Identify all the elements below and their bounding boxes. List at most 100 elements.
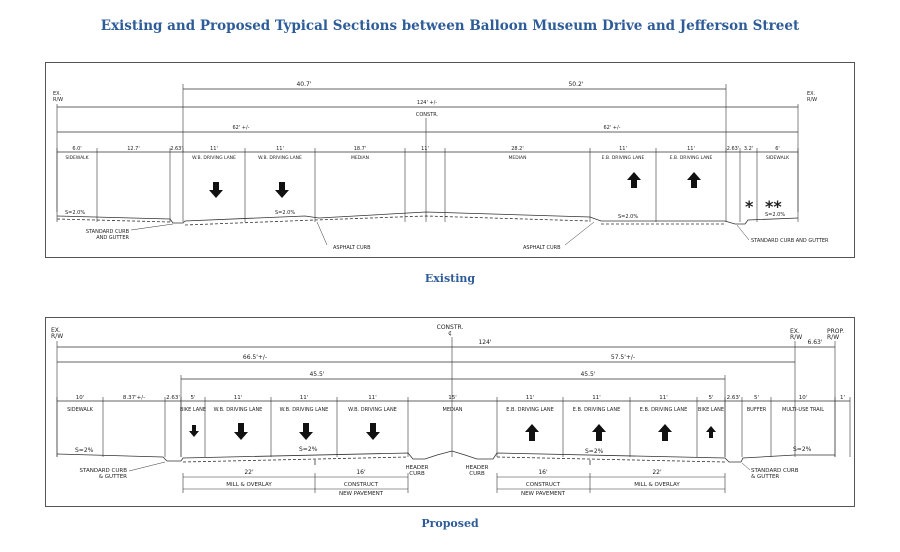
- callout-asphalt-left: ASPHALT CURB: [333, 245, 371, 251]
- up-arrow-icon: [658, 424, 672, 441]
- slope-mid-right: S=2.0%: [618, 214, 638, 220]
- prop-slope-mid-right: S=2%: [585, 448, 604, 455]
- down-arrow-icon: [209, 182, 223, 198]
- existing-segment-label: MEDIAN: [351, 155, 369, 161]
- up-arrow-icon: [706, 426, 716, 438]
- header-curb-right-2: CURB: [469, 471, 485, 477]
- proposed-segment-label: E.B. DRIVING LANE: [506, 407, 553, 413]
- prop-constr-2: ¢: [448, 330, 452, 337]
- prop-slope-right: S=2%: [793, 446, 812, 453]
- up-arrow-icon: [687, 172, 701, 188]
- prop-rw: PROP.: [827, 328, 844, 335]
- page-title: Existing and Proposed Typical Sections b…: [100, 18, 800, 34]
- proposed-segment-label: SIDEWALK: [67, 407, 94, 413]
- proposed-frame: [45, 317, 855, 507]
- existing-segment-dim: 28.2': [511, 146, 524, 152]
- callout-asphalt-right: ASPHALT CURB: [523, 245, 561, 251]
- proposed-segment-dim: 5': [754, 395, 759, 401]
- existing-segment-dim: 3.2': [744, 146, 753, 152]
- bottom-dim-4: 22': [652, 469, 662, 476]
- existing-segment-label: W.B. DRIVING LANE: [258, 155, 302, 161]
- existing-segment-label: E.B. DRIVING LANE: [602, 155, 645, 161]
- prop-wb-arrows: [189, 423, 380, 440]
- proposed-segment-dim: 2.63': [166, 395, 180, 401]
- caption-proposed: Proposed: [421, 517, 479, 530]
- header-curb-left: HEADER: [406, 465, 429, 471]
- prop-dim-right-lanes: 45.5': [580, 371, 595, 378]
- proposed-segment-label: MULTI-USE TRAIL: [782, 407, 824, 413]
- bottom-label-4: MILL & OVERLAY: [634, 482, 680, 488]
- up-arrow-icon: [627, 172, 641, 188]
- prop-dim-right-half: 57.5'+/-: [611, 354, 635, 361]
- dim-right-span: 50.2': [568, 81, 583, 88]
- proposed-segment-dim: 2.63': [727, 395, 741, 401]
- prop-rw-2: R/W: [827, 334, 839, 341]
- existing-segment-dim: 11': [687, 146, 695, 152]
- proposed-segment-dim: 11': [368, 395, 377, 401]
- proposed-segment-label: E.B. DRIVING LANE: [640, 407, 687, 413]
- prop-callout-curb-left-2: & GUTTER: [99, 474, 127, 480]
- prop-dim-offset: 6.63': [807, 339, 822, 346]
- proposed-segment-dim: 15': [448, 395, 457, 401]
- existing-segment-label: SIDEWALK: [766, 155, 790, 161]
- prop-dim-left-lanes: 45.5': [309, 371, 324, 378]
- ex-rw-left: EX.: [53, 91, 62, 97]
- proposed-segment-label: BIKE LANE: [180, 407, 206, 413]
- proposed-segment-dim: 11': [592, 395, 601, 401]
- proposed-segment-label: E.B. DRIVING LANE: [573, 407, 620, 413]
- asterisk-single: *: [745, 197, 754, 216]
- prop-slope-mid-left: S=2%: [299, 446, 318, 453]
- bottom-dim-1: 22': [244, 469, 254, 476]
- existing-segment-dim: 2.63': [170, 146, 183, 152]
- prop-ex-rw-right: EX.: [790, 328, 800, 335]
- proposed-section-drawing: EX. R/W CONSTR. ¢ EX. R/W PROP. R/W 124'…: [45, 317, 855, 507]
- prop-eb-arrows: [525, 424, 716, 441]
- prop-ex-rw-left-2: R/W: [51, 333, 63, 340]
- dim-total: 124' +/-: [417, 100, 437, 106]
- caption-existing: Existing: [424, 272, 476, 285]
- proposed-ground-profile: [56, 450, 835, 465]
- ex-rw-right-2: R/W: [807, 97, 817, 103]
- bottom-label-3: CONSTRUCT: [526, 482, 561, 488]
- bottom-label-2: CONSTRUCT: [344, 482, 379, 488]
- header-curb-right: HEADER: [466, 465, 489, 471]
- prop-callout-curb-right-2: & GUTTER: [751, 474, 779, 480]
- dim-left-half: 62' +/-: [232, 125, 249, 131]
- up-arrow-icon: [592, 424, 606, 441]
- existing-section-drawing: EX. R/W EX. R/W 40.7' 50.2' 124' +/- CON…: [45, 62, 855, 258]
- proposed-segment-dim: 1': [840, 395, 845, 401]
- prop-ex-rw-left: EX.: [51, 327, 61, 334]
- constr-label: CONSTR.: [416, 112, 439, 118]
- down-arrow-icon: [299, 423, 313, 440]
- proposed-segment-dim: 8.37'+/-: [123, 395, 145, 401]
- callout-curb-right: STANDARD CURB AND GUTTER: [751, 238, 829, 244]
- slope-left: S=2.0%: [65, 210, 85, 216]
- down-arrow-icon: [234, 423, 248, 440]
- existing-segment-dim: 6.0': [72, 146, 81, 152]
- down-arrow-icon: [366, 423, 380, 440]
- slope-right: S=2.0%: [765, 212, 785, 218]
- existing-segment-dim: 11': [276, 146, 284, 152]
- existing-segment-label: E.B. DRIVING LANE: [670, 155, 713, 161]
- existing-segment-dim: 12.7': [127, 146, 140, 152]
- proposed-segment-dim: 11': [300, 395, 309, 401]
- slope-mid-left: S=2.0%: [275, 210, 295, 216]
- proposed-segment-label: BIKE LANE: [698, 407, 724, 413]
- down-arrow-icon: [189, 425, 199, 437]
- existing-segment-label: W.B. DRIVING LANE: [192, 155, 236, 161]
- ex-rw-left-2: R/W: [53, 97, 63, 103]
- proposed-segment-dim: 11': [659, 395, 668, 401]
- existing-segment-dim: 11': [210, 146, 218, 152]
- existing-segment-label: MEDIAN: [509, 155, 527, 161]
- prop-dim-total: 124': [478, 339, 491, 346]
- bottom-dim-3: 16': [538, 469, 548, 476]
- down-arrow-icon: [275, 182, 289, 198]
- callout-curb-left-2: AND GUTTER: [96, 235, 129, 241]
- prop-dim-left-half: 66.5'+/-: [243, 354, 267, 361]
- prop-callout-curb-right: STANDARD CURB: [751, 468, 799, 474]
- proposed-segment-label: W.B. DRIVING LANE: [348, 407, 397, 413]
- prop-slope-left: S=2%: [75, 447, 94, 454]
- proposed-segment-dim: 10': [76, 395, 85, 401]
- proposed-segment-label: W.B. DRIVING LANE: [214, 407, 263, 413]
- proposed-segment-dim: 11': [526, 395, 535, 401]
